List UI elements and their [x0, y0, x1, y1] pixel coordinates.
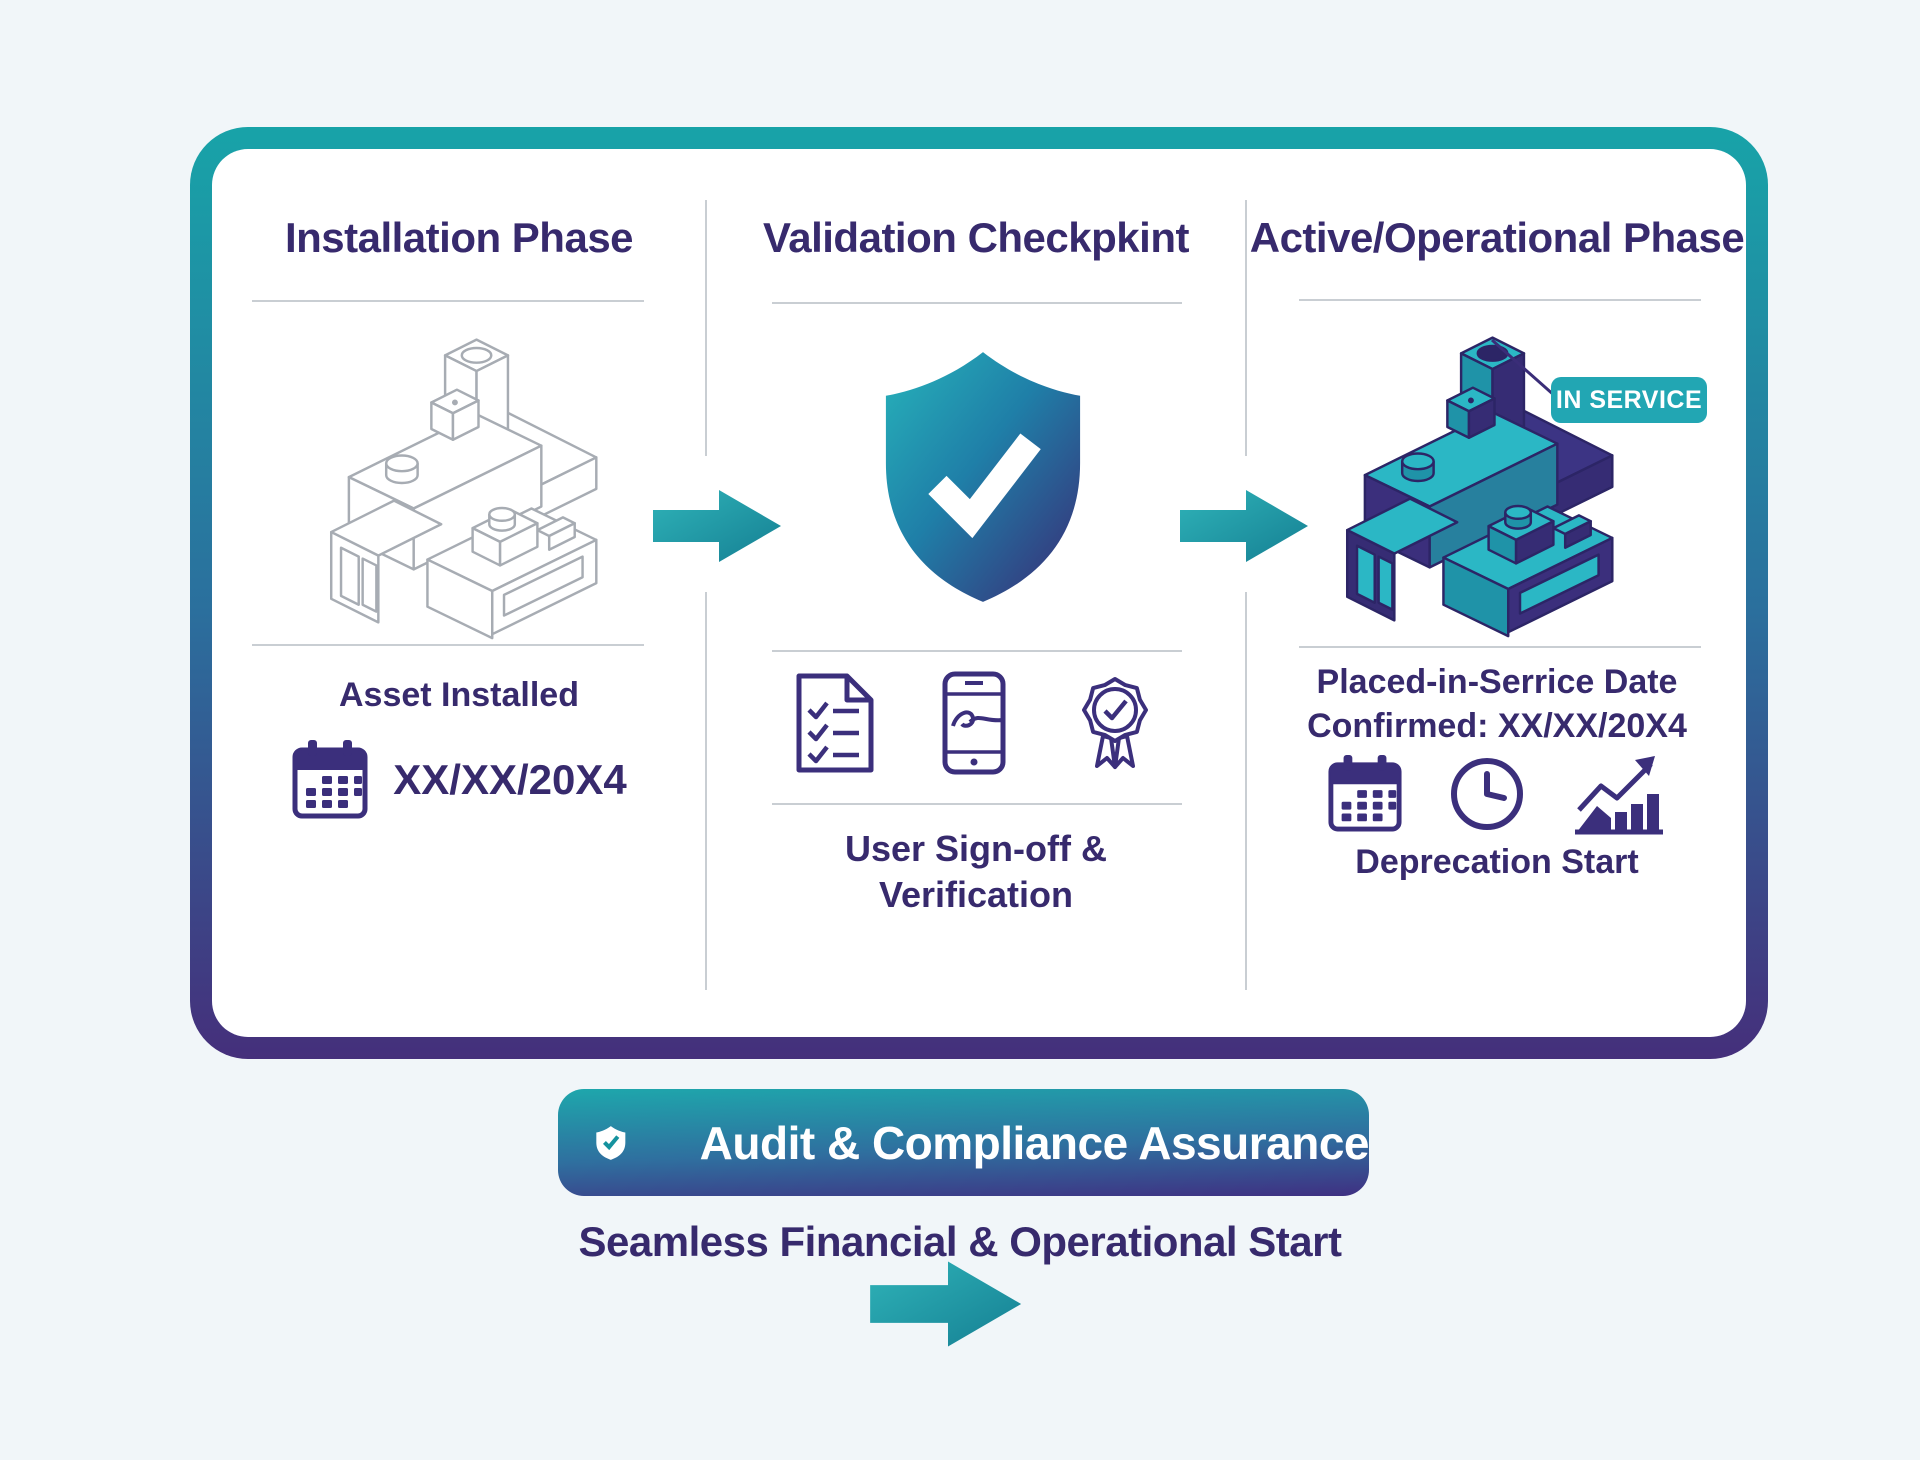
checklist-document-icon: [796, 673, 874, 773]
in-service-badge: IN SERVICE: [1551, 377, 1707, 423]
phase3-caption: Placed-in-Serrice Date Confirmed: XX/XX/…: [1247, 660, 1747, 748]
machinery-outline-illustration: [329, 338, 598, 640]
audit-compliance-badge-label: Audit & Compliance Assurance: [699, 1116, 1370, 1169]
arrow-right-icon: [653, 490, 781, 562]
calendar-icon: [1328, 755, 1402, 832]
growth-chart-icon: [1575, 756, 1663, 835]
calendar-icon: [292, 740, 368, 819]
phase3-caption-line2: Confirmed: XX/XX/20X4: [1307, 707, 1687, 746]
column-divider-1-top: [705, 200, 707, 456]
phase1-title: Installation Phase: [284, 214, 634, 261]
shield-check-icon: [596, 1125, 626, 1160]
shield-check-icon: [885, 352, 1081, 602]
clock-icon: [1451, 758, 1523, 830]
phase1-date: XX/XX/20X4: [393, 756, 627, 803]
phase2-caption-line1: User Sign-off &: [844, 828, 1107, 869]
phase1-caption: Asset Installed: [339, 676, 579, 714]
phase3-icons-row: [1247, 748, 1747, 840]
award-rosette-icon: [1082, 677, 1148, 769]
phone-signature-icon: [942, 671, 1006, 775]
phase3-caption-line1: Placed-in-Serrice Date: [1316, 663, 1678, 701]
phase1-section-divider: [252, 644, 644, 646]
phase2-title-divider: [772, 302, 1182, 304]
phase2-section-divider-bottom: [772, 803, 1182, 805]
phase2-caption-line2: Verification: [878, 874, 1074, 916]
phase2-icons-row: [707, 664, 1245, 782]
phase2-caption: User Sign-off & Verification: [707, 826, 1245, 918]
phase1-title-divider: [252, 300, 644, 302]
phase3-sub-caption: Deprecation Start: [1355, 843, 1639, 881]
phase2-title: Validation Checkpkint: [763, 214, 1189, 261]
audit-compliance-badge: Audit & Compliance Assurance: [558, 1089, 1370, 1196]
column-divider-2-top: [1245, 200, 1247, 456]
column-divider-1-bottom: [705, 592, 707, 990]
machinery-active-illustration: [1345, 336, 1614, 638]
phase1-date-row: XX/XX/20X4: [212, 732, 706, 828]
phase2-section-divider-top: [772, 650, 1182, 652]
phase3-title: Active/Operational Phase: [1249, 214, 1745, 261]
in-service-connector-line: [1491, 338, 1556, 398]
column-divider-2-bottom: [1245, 592, 1247, 990]
phase3-section-divider: [1299, 646, 1701, 648]
arrow-right-icon: [1180, 490, 1308, 562]
tagline: Seamless Financial & Operational Start: [578, 1218, 1342, 1265]
phase3-title-divider: [1299, 299, 1701, 301]
arrow-right-icon: [870, 1261, 1022, 1347]
